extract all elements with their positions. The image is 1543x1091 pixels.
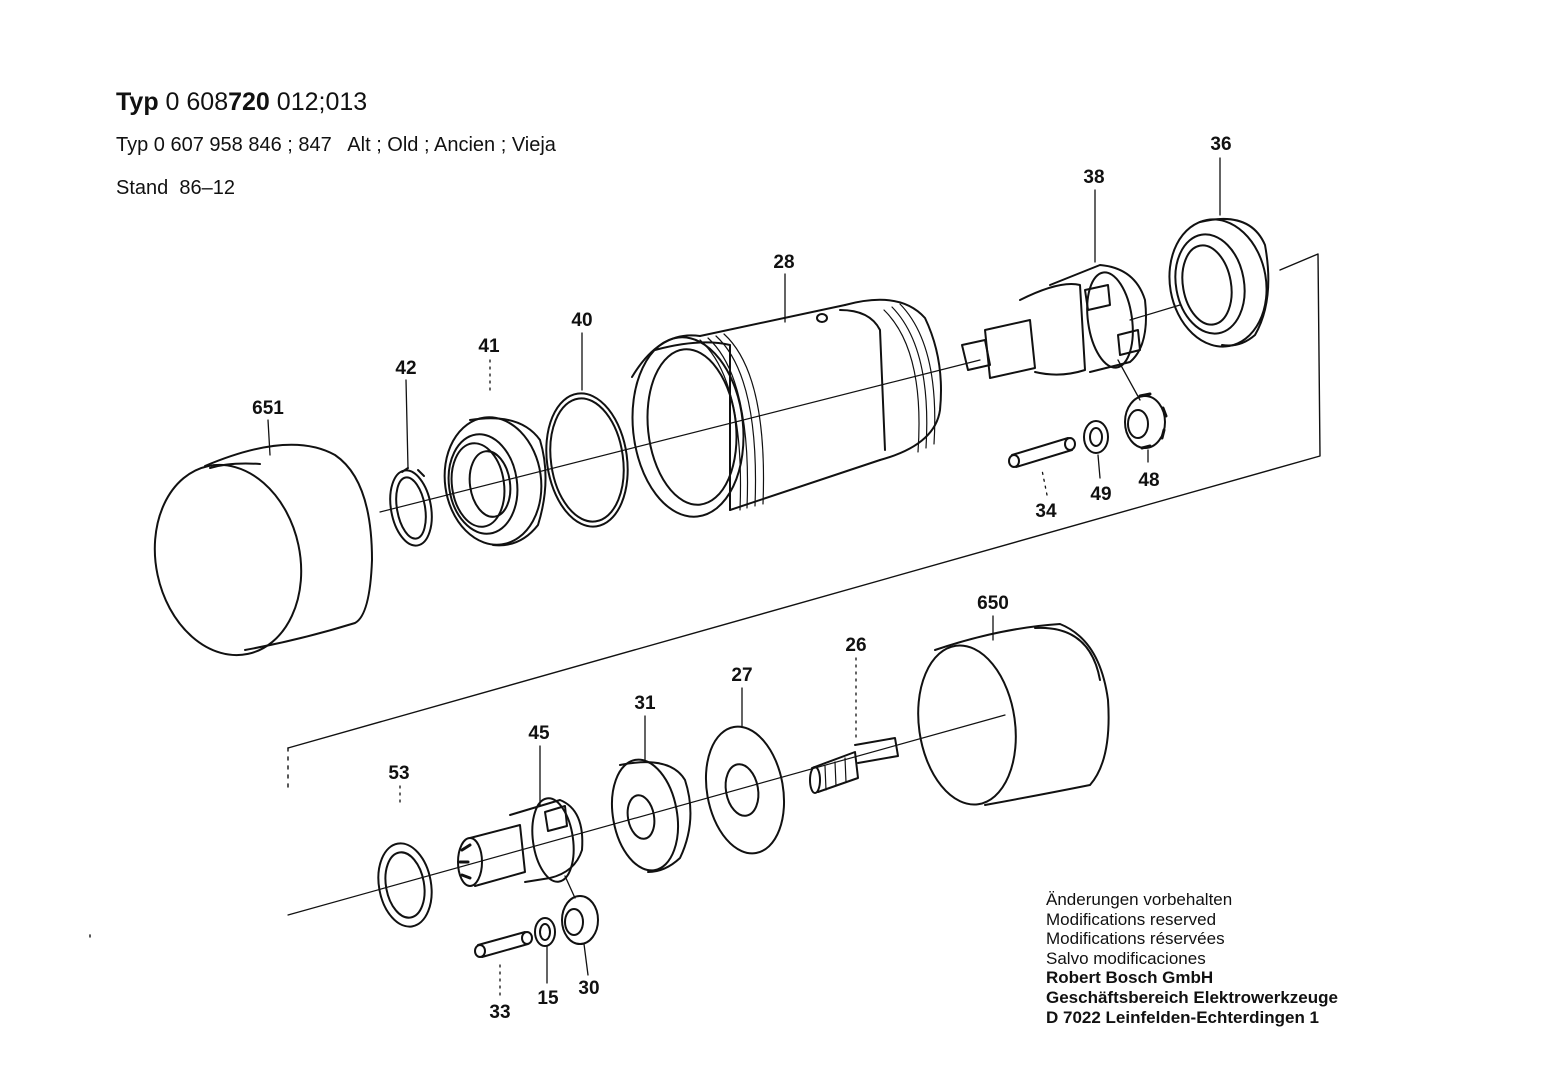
label-34: 34 <box>1035 501 1057 522</box>
label-28: 28 <box>773 252 794 273</box>
part-33-pin <box>474 931 533 958</box>
label-31: 31 <box>634 693 656 714</box>
label-38: 38 <box>1083 167 1104 188</box>
type-separator: ; <box>318 88 326 116</box>
label-40: 40 <box>571 310 592 331</box>
footer-notice: Änderungen vorbehalten Modifications res… <box>1046 890 1338 1027</box>
label-53: 53 <box>388 763 409 784</box>
part-30-gear <box>561 895 599 945</box>
stand-date-line: Stand 86–12 <box>116 177 235 199</box>
footer-line-fr: Modifications réservées <box>1046 929 1225 949</box>
upper-assembly-axis <box>379 304 1181 513</box>
part-36-bearing <box>1168 218 1270 348</box>
part-34-pin <box>1008 437 1076 468</box>
label-42: 42 <box>395 358 416 379</box>
lower-assembly-axis <box>287 714 1006 916</box>
type-number-title: Typ 0 608720 012;013 <box>116 88 367 117</box>
label-41: 41 <box>478 336 500 357</box>
footer-line-es: Salvo modificaciones <box>1046 948 1206 968</box>
part-650-cup <box>917 623 1110 806</box>
part-40-o-ring <box>545 392 629 528</box>
part-31-thick-washer <box>611 758 692 873</box>
label-45: 45 <box>528 723 550 744</box>
label-33: 33 <box>489 1002 510 1023</box>
type-part-3: 720 <box>228 88 270 116</box>
company-name: Robert Bosch GmbH <box>1046 968 1214 988</box>
leader-lines <box>267 157 1221 996</box>
label-27: 27 <box>731 665 752 686</box>
part-26-shaft <box>809 737 899 794</box>
assembly-frame-lines <box>89 253 1321 938</box>
type-part-2: 608 <box>186 88 229 116</box>
part-38-spindle <box>961 264 1147 379</box>
part-15-needle-bearing <box>534 917 556 947</box>
label-48: 48 <box>1138 470 1159 491</box>
company-division: Geschäftsbereich Elektrowerkzeuge <box>1046 987 1338 1007</box>
label-15: 15 <box>537 988 559 1009</box>
company-address: D 7022 Leinfelden-Echterdingen 1 <box>1046 1007 1320 1027</box>
footer-line-de: Änderungen vorbehalten <box>1046 890 1233 909</box>
type-part-4: 012 <box>276 88 319 116</box>
label-49: 49 <box>1090 484 1111 505</box>
part-28-threaded-housing <box>631 298 942 518</box>
part-27-washer <box>704 725 786 855</box>
part-45-spindle <box>457 797 584 887</box>
type-part-1: 0 <box>165 88 180 116</box>
part-41-bearing <box>443 416 547 547</box>
label-26: 26 <box>845 635 866 656</box>
old-type-line: Typ 0 607 958 846 ; 847 Alt ; Old ; Anci… <box>116 134 556 156</box>
part-651-cover <box>153 443 373 657</box>
label-36: 36 <box>1210 134 1231 155</box>
type-part-5: 013 <box>325 88 368 116</box>
label-650: 650 <box>977 593 1009 614</box>
label-651: 651 <box>252 398 284 419</box>
part-48-gear <box>1124 392 1168 450</box>
type-prefix: Typ <box>116 88 159 116</box>
part-53-washer <box>377 842 433 928</box>
footer-line-en: Modifications reserved <box>1046 909 1217 929</box>
part-42-circlip <box>389 467 433 547</box>
label-30: 30 <box>578 978 599 999</box>
part-49-needle-bearing <box>1083 420 1109 454</box>
